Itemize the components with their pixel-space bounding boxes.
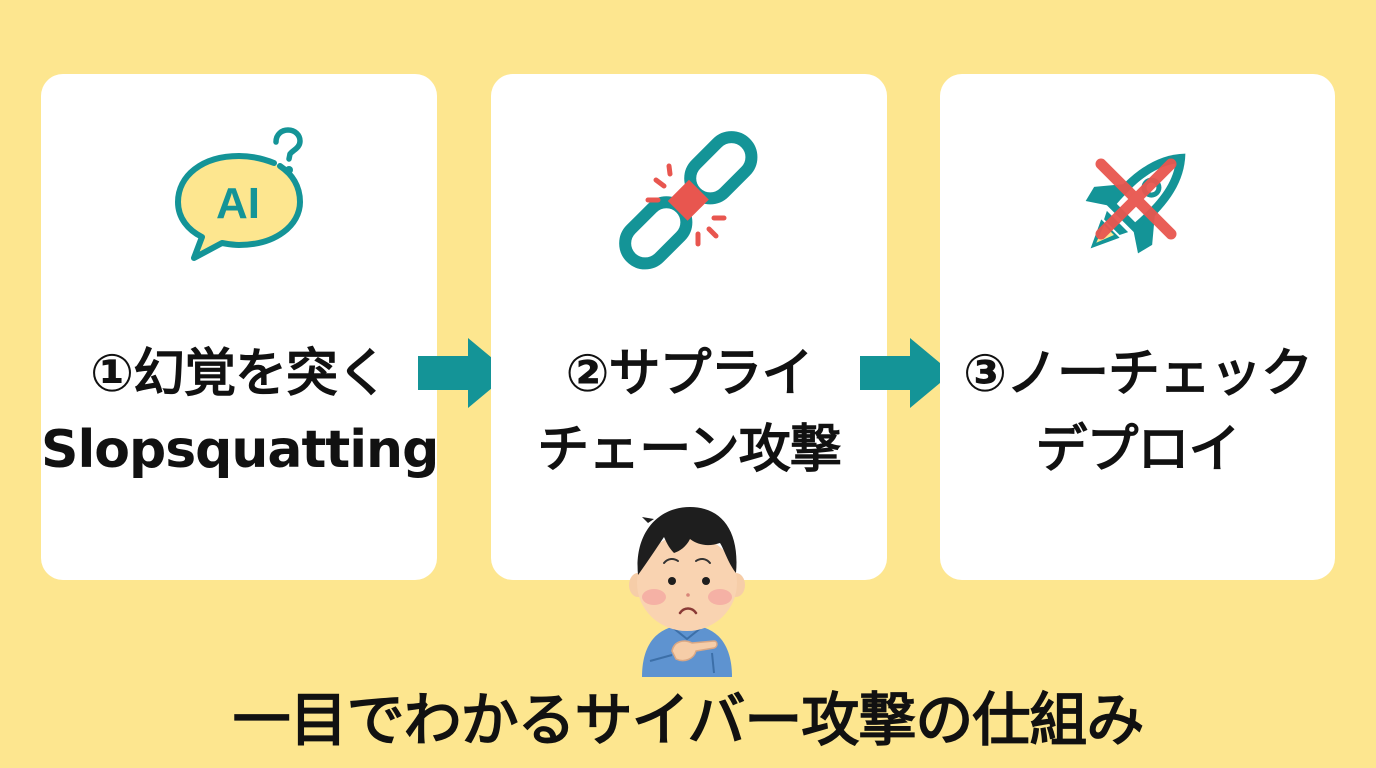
step-3-subtitle: デプロイ (1035, 420, 1240, 480)
worried-man-illustration (628, 503, 746, 677)
step-1-label: ①幻覚を突く Slopsquatting (41, 336, 439, 488)
broken-chain-link-icon (614, 126, 764, 276)
step-1-subtitle: Slopsquatting (41, 420, 439, 480)
arrow-right-icon (860, 338, 952, 408)
step-1-title: ①幻覚を突く (89, 344, 389, 404)
step-2-title: ②サプライ (565, 344, 813, 404)
step-card-1: AI ①幻覚を突く Slopsquatting (41, 74, 439, 580)
step-3-label: ③ノーチェック デプロイ (940, 336, 1335, 488)
step-card-2: ②サプライ チェーン攻撃 (491, 74, 887, 580)
crossed-out-rocket-icon (1063, 126, 1213, 276)
step-card-3: ③ノーチェック デプロイ (940, 74, 1335, 580)
svg-text:AI: AI (216, 179, 260, 228)
step-2-subtitle: チェーン攻撃 (537, 420, 841, 480)
page-title: 一目でわかるサイバー攻撃の仕組み (232, 686, 1145, 754)
arrow-right-icon (418, 338, 510, 408)
step-2-label: ②サプライ チェーン攻撃 (491, 336, 887, 488)
step-3-title: ③ノーチェック (962, 344, 1313, 404)
ai-question-speech-bubble-icon: AI (164, 126, 314, 276)
